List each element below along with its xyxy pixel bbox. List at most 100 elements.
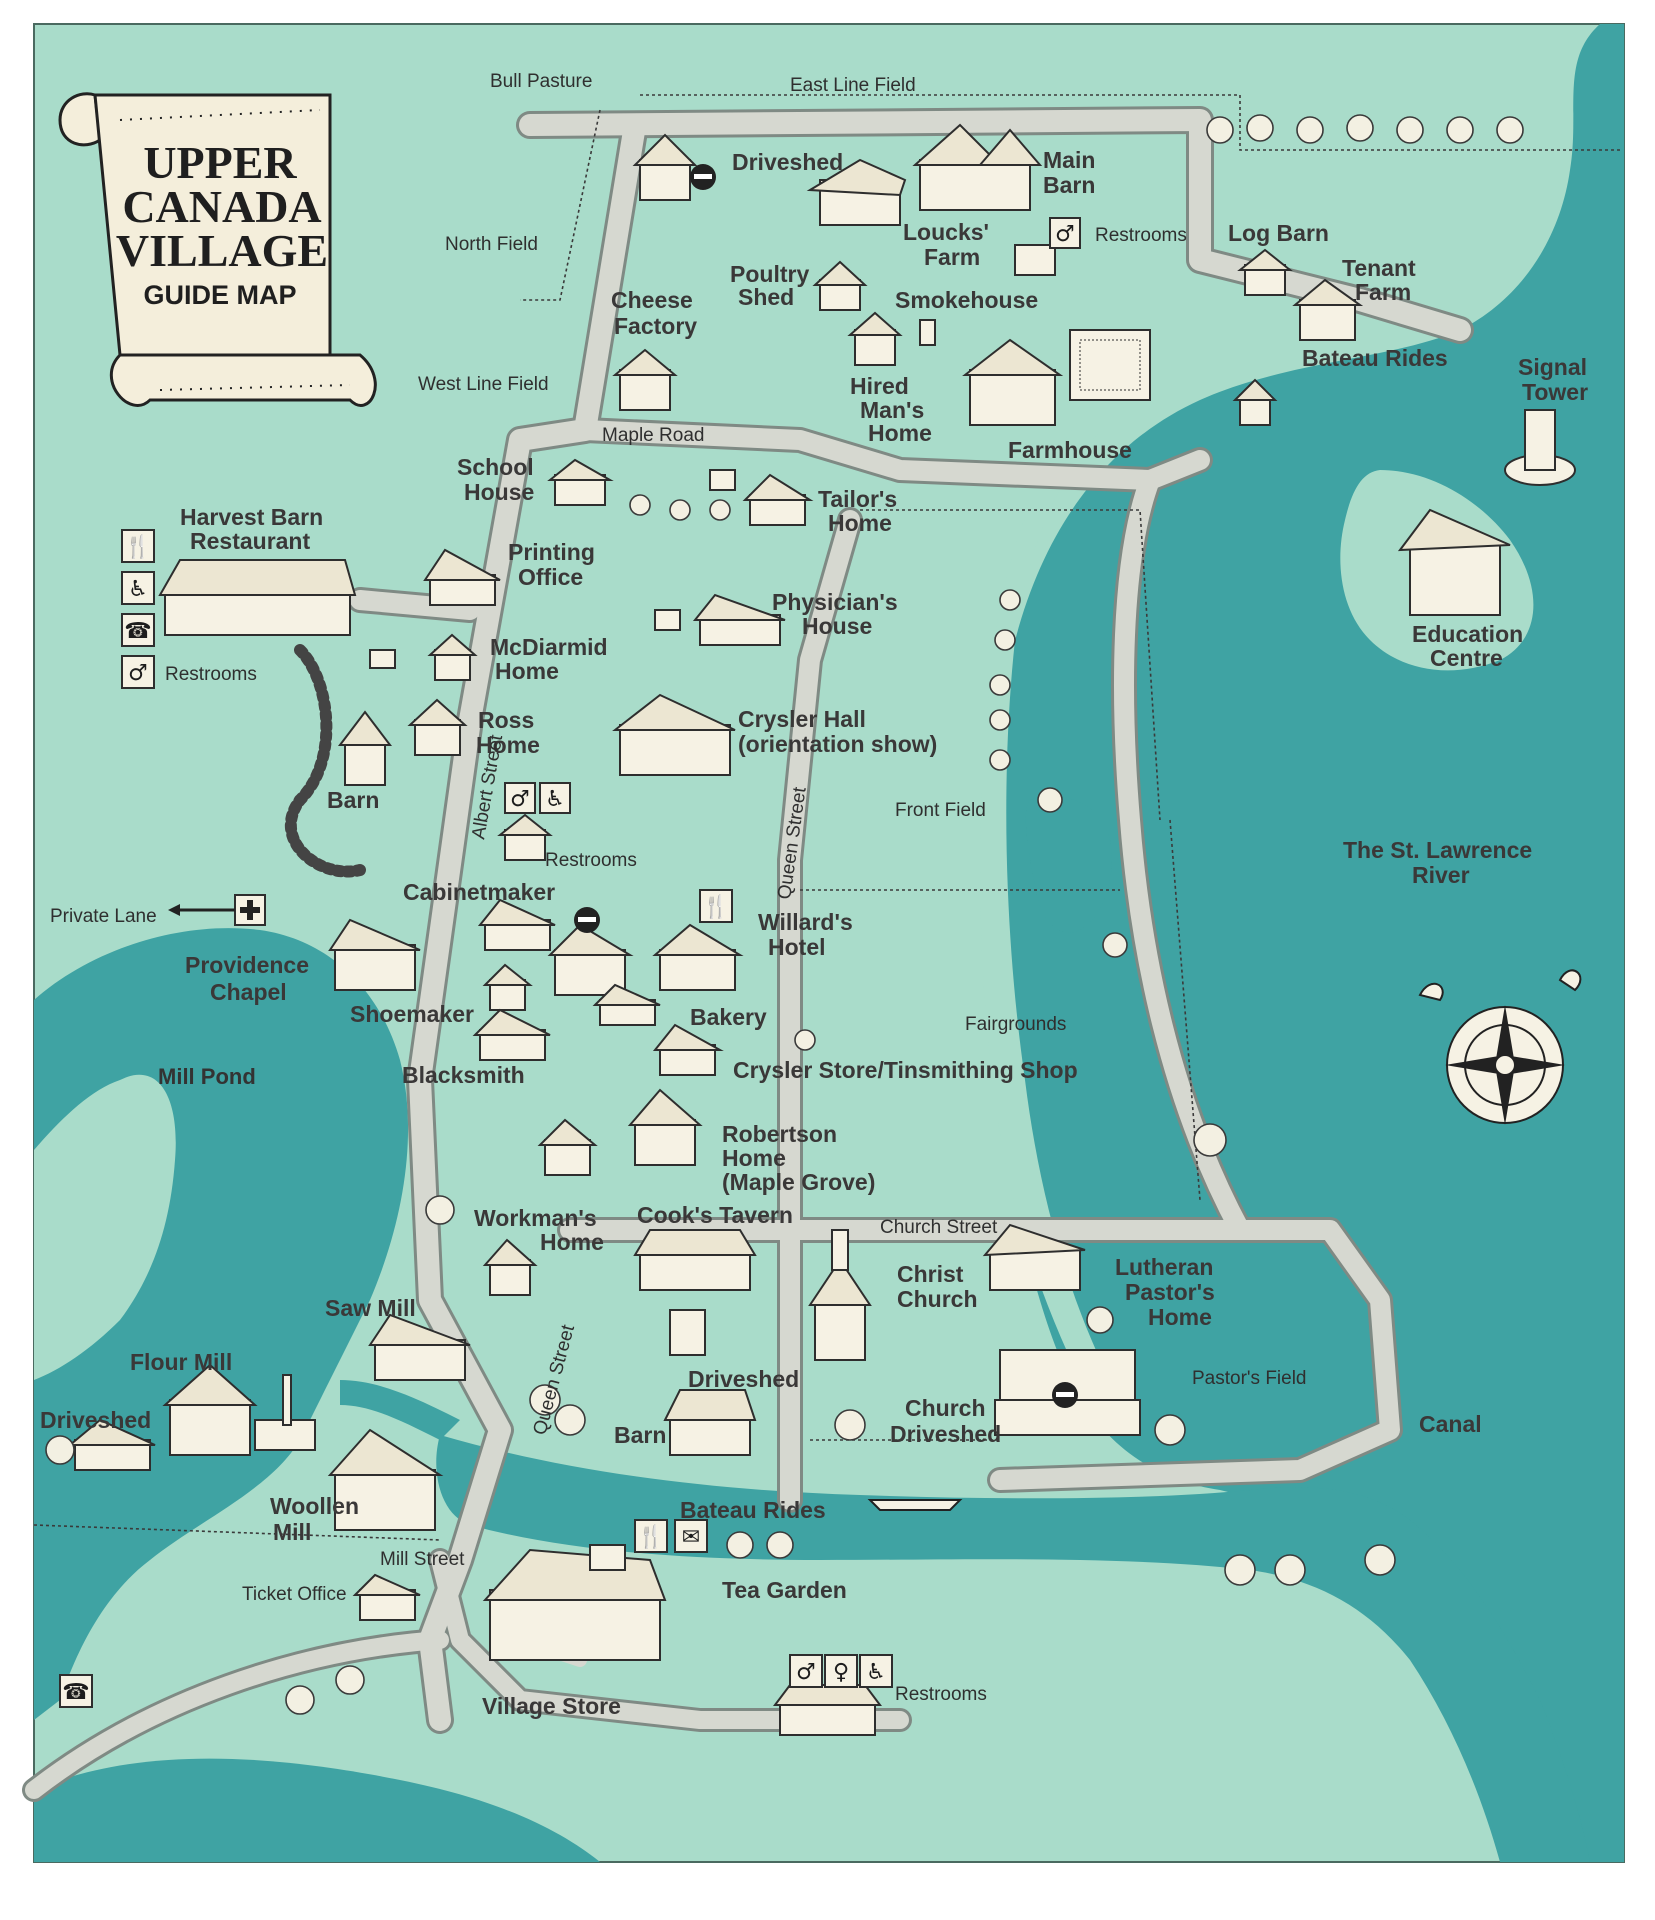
no-entry-icon	[574, 907, 600, 933]
smokehouse-building	[919, 319, 936, 346]
label-physicians-house-2: House	[802, 613, 872, 639]
label-church-driveshed-1: Church	[905, 1395, 986, 1421]
title-line-3: VILLAGE	[116, 225, 328, 276]
label-north-field: North Field	[445, 234, 538, 255]
label-driveshed-mill: Driveshed	[40, 1407, 151, 1433]
title-scroll: UPPER CANADA VILLAGE GUIDE MAP	[58, 92, 377, 407]
svg-text:♿: ♿	[866, 1660, 886, 1685]
label-ticket-office: Ticket Office	[242, 1584, 347, 1605]
farmhouse-building	[962, 338, 1064, 426]
school-house-building	[547, 458, 614, 506]
driveshed-mill-building	[67, 1418, 156, 1471]
label-restrooms-center: Restrooms	[545, 850, 637, 871]
wheelchair-icon: ♿	[539, 782, 571, 814]
label-bakery: Bakery	[690, 1004, 767, 1030]
signal-tower-building	[1504, 409, 1576, 486]
dining-icon: 🍴	[121, 529, 155, 563]
label-providence-chapel-2: Chapel	[210, 979, 287, 1005]
label-ross-home-2: Home	[476, 732, 540, 758]
bakery-building	[592, 983, 661, 1026]
mcdiarmid-home-building	[427, 633, 478, 681]
label-private-lane: Private Lane	[50, 906, 157, 927]
label-fairgrounds: Fairgrounds	[965, 1014, 1066, 1035]
hired-mans-building	[847, 311, 903, 366]
title-line-1: UPPER	[143, 137, 297, 188]
driveshed-north-building	[632, 133, 698, 201]
label-tenant-farm-2: Farm	[1355, 279, 1411, 305]
tenant-farm-building	[1292, 278, 1364, 341]
svg-text:🍴: 🍴	[702, 894, 729, 920]
label-driveshed-south: Driveshed	[688, 1366, 799, 1392]
label-pastors-field: Pastor's Field	[1192, 1368, 1307, 1389]
label-main-barn-1: Main	[1043, 147, 1095, 173]
label-woollen-mill-1: Woollen	[270, 1493, 359, 1519]
ross-home-building	[407, 698, 468, 756]
label-lutheran-2: Pastor's	[1125, 1279, 1215, 1305]
dining-icon: 🍴	[634, 1519, 668, 1553]
label-mill-pond: Mill Pond	[158, 1064, 256, 1089]
label-christ-church-2: Church	[897, 1286, 978, 1312]
fences	[33, 94, 1620, 1541]
label-crysler-hall-2: (orientation show)	[738, 731, 937, 757]
restroom-icon: ♂	[789, 1654, 823, 1688]
telephone-icon: ☎	[121, 613, 155, 647]
restroom-building-farm	[1014, 244, 1056, 276]
trees	[45, 114, 1524, 1715]
label-hired-mans-1: Hired	[850, 373, 909, 399]
label-lutheran-1: Lutheran	[1115, 1254, 1213, 1280]
label-flour-mill: Flour Mill	[130, 1349, 232, 1375]
label-education-centre-1: Education	[1412, 621, 1523, 647]
title-line-4: GUIDE MAP	[143, 280, 296, 310]
label-bateau-rides-south: Bateau Rides	[680, 1497, 826, 1523]
small-shed-1	[709, 469, 736, 491]
label-school-house-1: School	[457, 454, 534, 480]
crysler-store-building	[652, 1023, 724, 1076]
label-barn-west: Barn	[327, 787, 379, 813]
label-poultry-shed-2: Shed	[738, 284, 794, 310]
label-canal: Canal	[1419, 1411, 1482, 1437]
svg-text:♀: ♀	[833, 1660, 849, 1685]
label-mcdiarmid-2: Home	[495, 658, 559, 684]
saw-mill-building	[368, 1313, 471, 1381]
wheelchair-icon: ♿	[121, 571, 155, 605]
label-mcdiarmid-1: McDiarmid	[490, 634, 608, 660]
map-labels: Bull Pasture East Line Field North Field…	[40, 71, 1588, 1719]
label-mill-street: Mill Street	[380, 1549, 465, 1570]
flour-mill-building	[162, 1363, 316, 1456]
label-st-lawrence-1: The St. Lawrence	[1343, 837, 1532, 863]
label-loucks-farm-1: Loucks'	[903, 219, 989, 245]
label-robertson-2: Home	[722, 1145, 786, 1171]
poultry-shed-building	[812, 260, 868, 311]
label-bull-pasture: Bull Pasture	[490, 71, 592, 92]
restroom-icon: ♂	[121, 655, 155, 689]
small-shed-3	[369, 649, 396, 669]
harvest-barn-building	[158, 559, 357, 636]
label-poultry-shed-1: Poultry	[730, 261, 809, 287]
tailors-home-building	[742, 473, 814, 526]
providence-chapel-building	[328, 918, 421, 991]
driveshed-long-building	[806, 158, 907, 226]
printing-office-building	[423, 548, 501, 606]
barn-west-building	[337, 710, 393, 786]
svg-text:🍴: 🍴	[637, 1524, 664, 1550]
front-field-pond	[1025, 796, 1112, 933]
label-cheese-factory-1: Cheese	[611, 287, 693, 313]
tea-garden-building	[589, 1544, 626, 1571]
label-tea-garden: Tea Garden	[722, 1577, 847, 1603]
label-village-store: Village Store	[482, 1693, 621, 1719]
boat	[867, 1499, 963, 1511]
label-loucks-farm-2: Farm	[924, 244, 980, 270]
woollen-mill-building	[327, 1428, 444, 1531]
farm-garden	[1069, 329, 1151, 401]
label-main-barn-2: Barn	[1043, 172, 1095, 198]
blacksmith-building	[472, 1008, 551, 1061]
restroom-building-south	[773, 1684, 882, 1736]
small-house-east	[1232, 378, 1278, 426]
label-cabinetmaker: Cabinetmaker	[403, 879, 555, 905]
lutheran-home-building	[982, 1223, 1086, 1291]
label-blacksmith: Blacksmith	[402, 1062, 525, 1088]
label-school-house-2: House	[464, 479, 534, 505]
label-woollen-mill-2: Mill	[273, 1519, 311, 1545]
label-crysler-store: Crysler Store/Tinsmithing Shop	[733, 1057, 1078, 1083]
svg-text:♿: ♿	[128, 577, 148, 602]
